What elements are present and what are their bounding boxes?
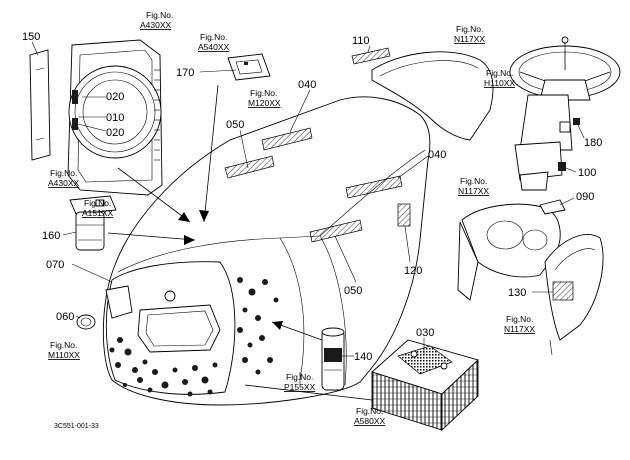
callout-labels: 150 020 010 020 170 050 040 110 040 160 … [22,31,602,363]
callout-050-side: 050 [344,285,362,297]
hood-assembly [102,96,431,406]
fig-label-a430-left: Fig.No. [50,168,77,178]
emblem [164,290,176,302]
grille-dot-pattern [109,277,279,397]
floor-panel-group [457,199,604,356]
callout-050-hood: 050 [226,119,244,131]
label-180 [573,118,580,125]
fan-shroud [68,65,162,159]
figure-references: Fig.No. A430XX Fig.No. A540XX Fig.No. M1… [48,10,535,426]
drawing-code: 3C551-001-33 [54,423,99,430]
label-100 [558,162,566,171]
fig-code-h110: H110XX [484,78,515,88]
callout-180: 180 [584,137,602,149]
headlight-right [137,304,221,353]
callout-020-top: 020 [106,91,124,103]
callout-010: 010 [106,112,124,124]
callout-100: 100 [578,167,596,179]
leader-lines [31,41,585,357]
side-panel [544,234,604,341]
fig-code-n117-bot: N117XX [504,324,535,334]
fig-code-a151: A151XX [82,208,114,218]
fig-label-n117-mid: Fig.No. [460,176,487,186]
label-040-hood [261,127,313,151]
battery-side [441,358,479,432]
label-050-side [309,219,363,243]
fig-label-h110: Fig.No. [486,68,513,78]
fig-code-a430-left: A430XX [48,178,80,188]
headlight-left [105,285,133,319]
callout-110: 110 [352,35,370,47]
callout-170: 170 [176,67,194,79]
label-130 [552,281,574,301]
fig-label-a430-top: Fig.No. [146,10,173,20]
battery-group [371,339,479,432]
fig-code-n117-top: N117XX [454,34,485,44]
label-170-part [227,53,271,81]
callout-120: 120 [404,265,422,277]
clip-090 [539,199,566,215]
fig-code-a430-top: A430XX [140,20,172,30]
fig-code-n117-mid: N117XX [458,186,489,196]
steering-column [519,94,573,151]
fig-label-n117-top: Fig.No. [456,24,483,34]
fig-label-a580: Fig.No. [356,406,383,416]
callout-130: 130 [508,287,526,299]
fig-label-a151: Fig.No. [84,198,111,208]
callout-040-side: 040 [428,149,446,161]
callout-040-hood: 040 [298,79,316,91]
callout-030: 030 [416,327,434,339]
fig-code-p155: P155XX [284,382,316,392]
side-seal-150 [29,49,51,161]
fig-label-a540: Fig.No. [200,32,227,42]
callout-090: 090 [576,191,594,203]
fig-label-m120: Fig.No. [250,88,277,98]
fig-code-a540: A540XX [198,42,230,52]
filter-group [69,195,117,251]
callout-150: 150 [22,31,40,43]
label-050-hood [224,155,275,179]
fig-label-p155: Fig.No. [286,372,313,382]
callout-020-bottom: 020 [106,127,124,139]
fig-code-a580: A580XX [354,416,386,426]
top-cover [371,51,494,141]
fig-code-m110: M110XX [48,350,80,360]
reference-arrows [107,84,373,401]
label-110 [351,47,391,65]
top-cover-group [351,47,494,141]
callout-060: 060 [56,311,74,323]
fig-label-n117-bot: Fig.No. [506,314,533,324]
label-010 [72,90,78,104]
fig-code-m120: M120XX [248,98,281,108]
lamp-140 [321,327,345,391]
steering-group [509,36,621,191]
callout-070: 070 [46,259,64,271]
center-panel [461,203,561,278]
fuel-filter [75,211,105,251]
cap-060 [76,314,96,330]
label-020 [72,118,78,130]
callout-140: 140 [354,351,372,363]
radiator-group [29,39,163,196]
fig-label-m110: Fig.No. [50,340,77,350]
label-120 [397,203,411,227]
label-040-side [345,175,403,199]
callout-160: 160 [42,230,60,242]
